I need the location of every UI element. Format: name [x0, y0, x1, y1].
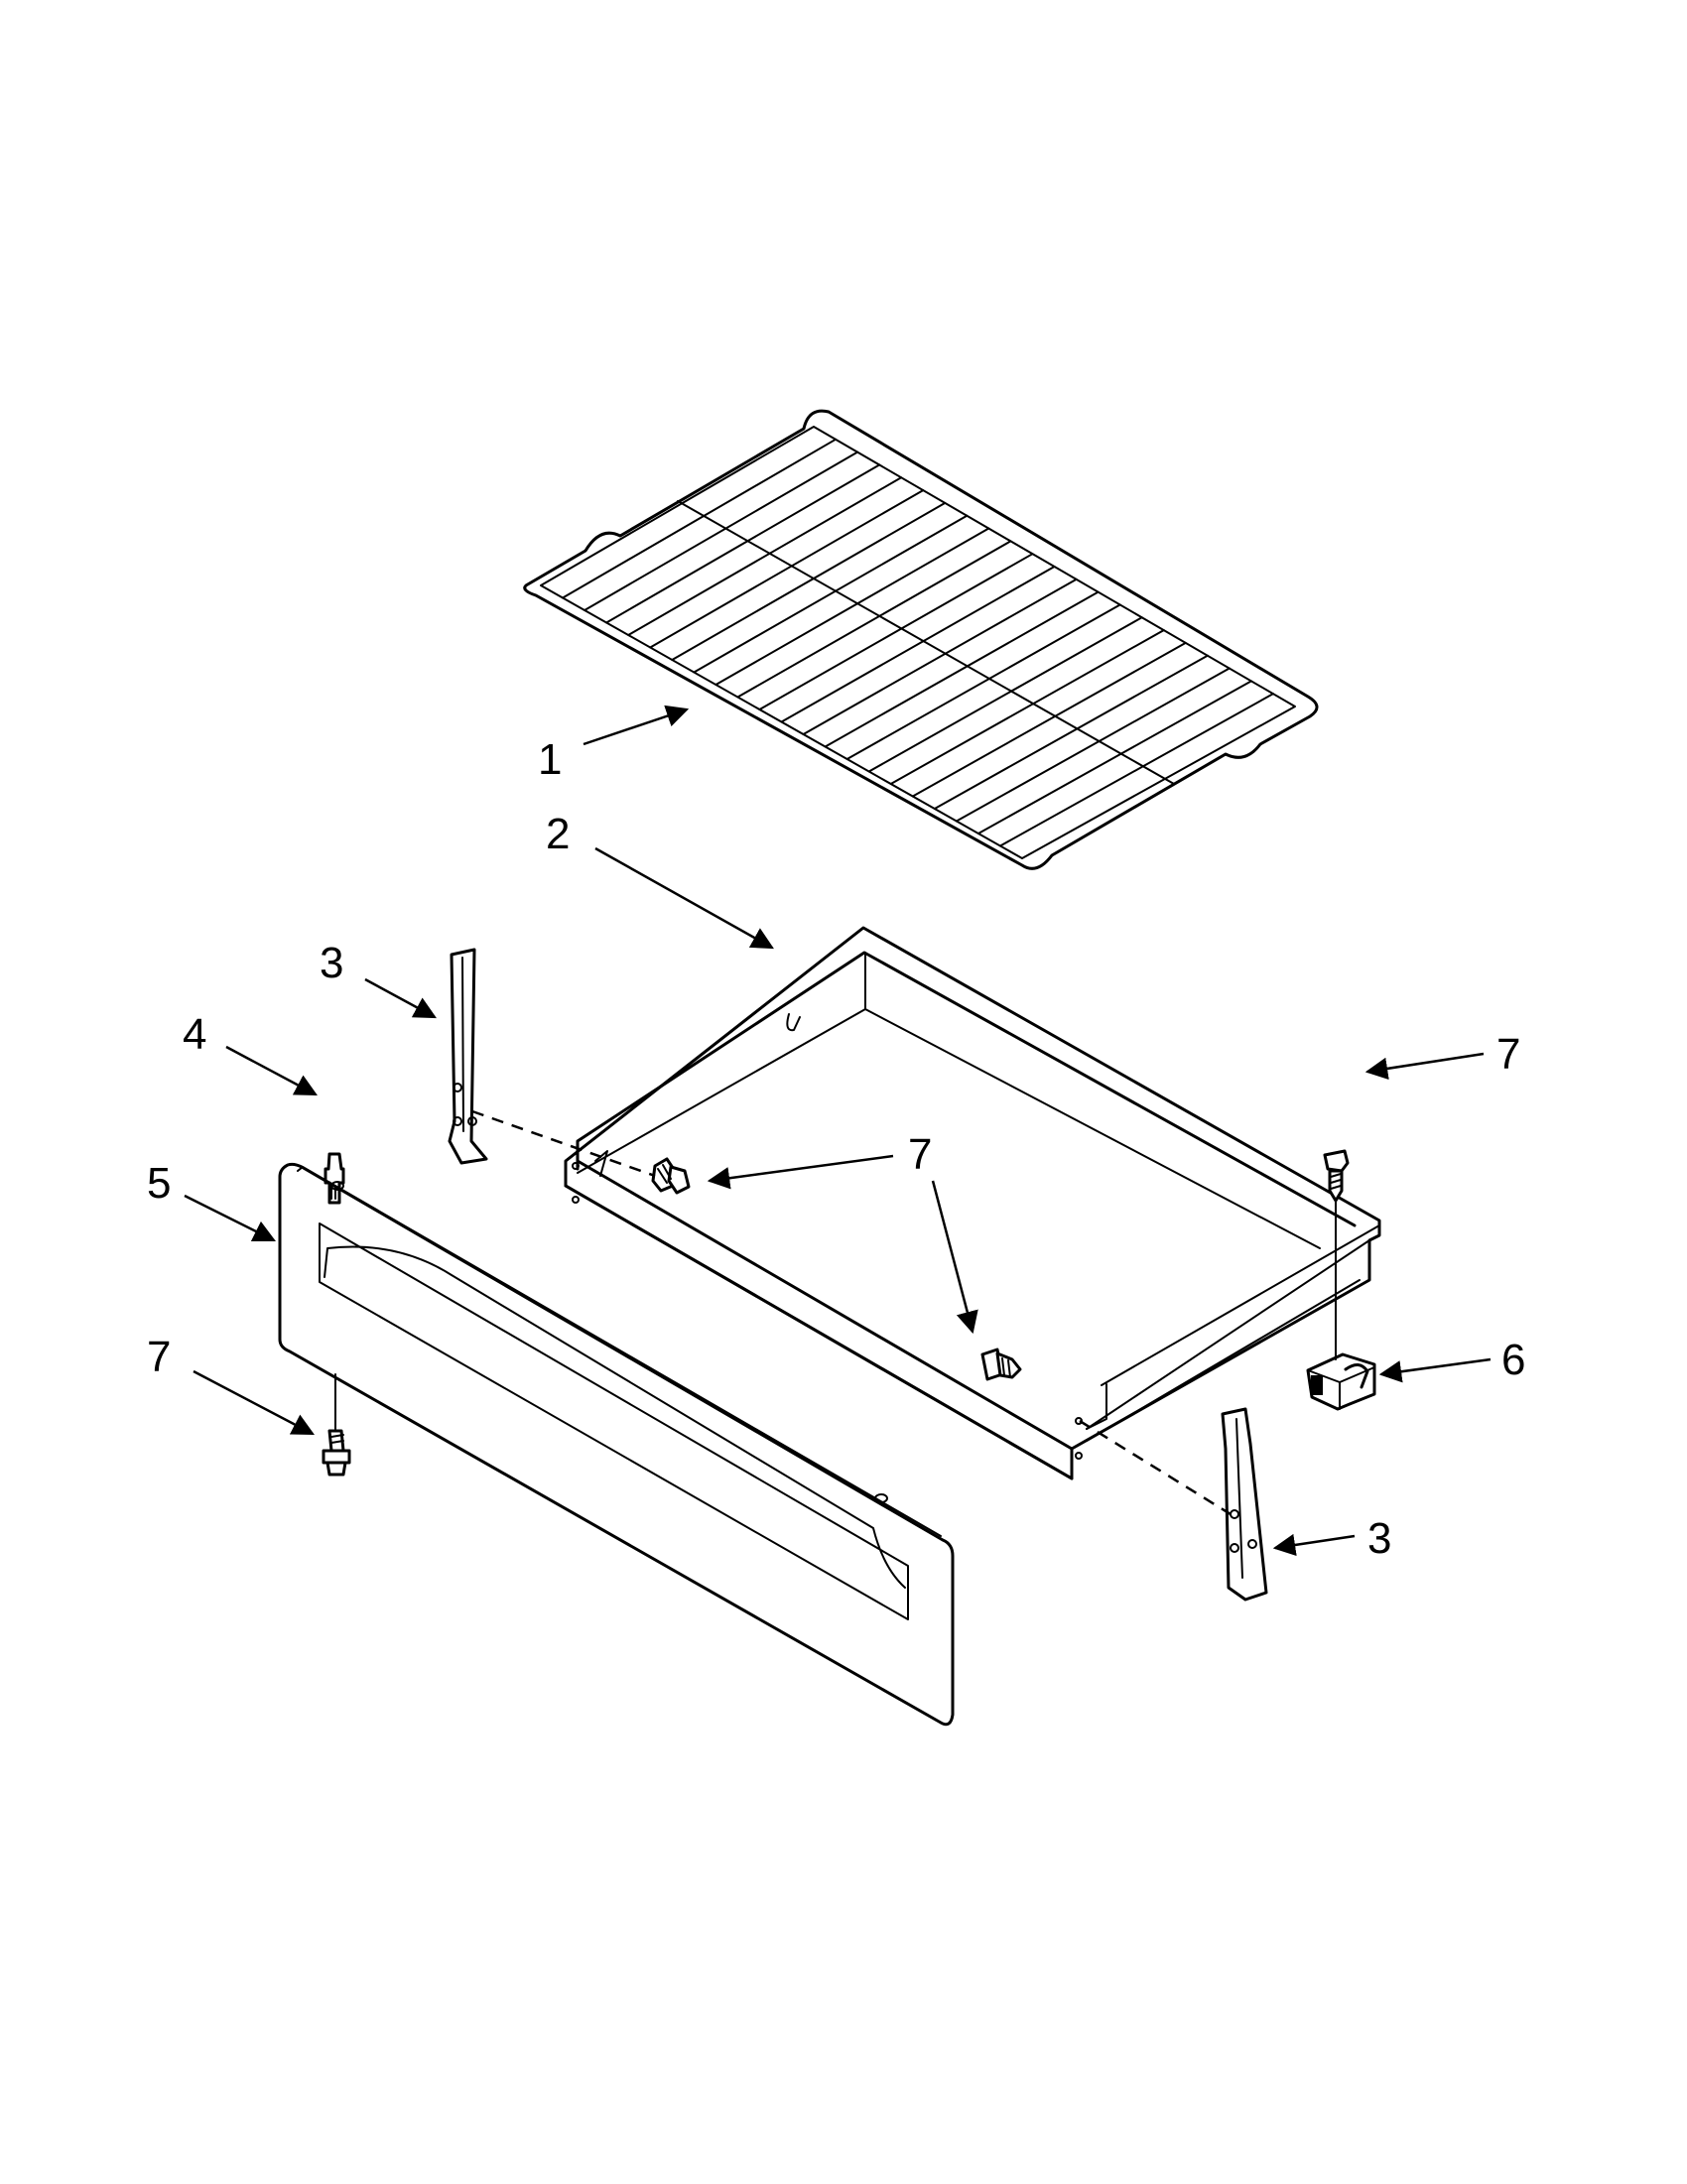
drawer-clip: [1306, 1352, 1376, 1411]
leader-arrow-7-top-right: [1364, 1052, 1485, 1081]
screw-liner-side: [980, 1348, 1022, 1381]
callout-7-top-right: 7: [1496, 1030, 1520, 1079]
callout-3-right: 3: [1367, 1514, 1391, 1563]
leader-arrow-7-bottom: [193, 1369, 315, 1436]
drawer-liner: [564, 926, 1381, 1480]
callout-4: 4: [183, 1010, 206, 1059]
leader-arrows: [184, 705, 1492, 1557]
rack-wire-bars: [562, 438, 1274, 847]
callout-1: 1: [538, 735, 562, 784]
rack-wire-bar: [976, 680, 1252, 835]
callout-6: 6: [1501, 1336, 1525, 1384]
rack-wire-bar: [998, 693, 1274, 847]
rack-wire-bar: [758, 553, 1034, 710]
screw-top-right: [1323, 1149, 1350, 1360]
rack-wire-bar: [649, 489, 925, 649]
rack-wire-bar: [714, 527, 990, 686]
rack-wire-bar: [693, 514, 969, 674]
leader-arrow-5: [184, 1194, 277, 1242]
leader-arrow-7-side: [931, 1180, 978, 1335]
leader-arrow-3-left: [364, 977, 437, 1019]
rack-wire-bar: [889, 629, 1165, 785]
rack-wire-bar: [845, 603, 1121, 760]
rack-wire-bar: [780, 566, 1056, 723]
rack-wire-bar: [911, 641, 1187, 798]
drawer-slide-left: [448, 948, 488, 1165]
rack-wire-bar: [562, 438, 838, 599]
rack-wire-bar: [627, 476, 903, 636]
callout-3-left: 3: [320, 939, 343, 987]
oven-rack: [523, 409, 1319, 870]
rack-wire-bar: [824, 590, 1100, 748]
rack-wire-bar: [955, 667, 1231, 823]
rack-wire-bar: [933, 654, 1209, 810]
drawer-slide-right: [1221, 1407, 1268, 1602]
leader-arrow-6: [1378, 1357, 1492, 1383]
callout-5: 5: [147, 1159, 171, 1208]
panel-stud: [324, 1152, 345, 1205]
rack-wire-bar: [584, 450, 859, 611]
leader-arrow-3-right: [1272, 1533, 1356, 1557]
slide-left-dashed-line: [471, 1109, 656, 1178]
rack-wire-bar: [671, 501, 947, 661]
callout-7-bottom-left: 7: [147, 1333, 171, 1381]
leader-arrow-1: [583, 705, 690, 746]
drawer-front-panel: [278, 1162, 955, 1727]
rack-wire-bar: [605, 463, 881, 624]
leader-arrow-4: [225, 1045, 318, 1096]
leader-arrow-7-liner: [707, 1154, 894, 1190]
slide-right-dashed-line: [1079, 1419, 1232, 1516]
screw-liner-front: [651, 1157, 691, 1195]
screw-front-bottom: [322, 1373, 351, 1477]
rack-wire-bar: [867, 616, 1143, 773]
leader-arrow-2: [594, 846, 774, 950]
rack-wire-bar: [736, 540, 1012, 699]
rack-wire-bar: [802, 578, 1078, 735]
callout-2: 2: [546, 810, 570, 858]
callout-7-center: 7: [908, 1130, 932, 1179]
